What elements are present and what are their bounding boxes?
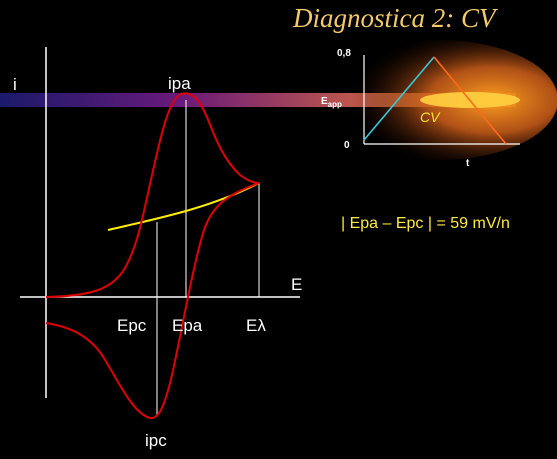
inset-plot: 0,8 0 Eapp t CV <box>321 48 520 169</box>
inset-y-label-sub: app <box>328 100 342 109</box>
anodic-curve <box>45 92 260 298</box>
inset-y-tick-top: 0,8 <box>337 48 351 59</box>
inset-ramp-line <box>363 56 435 141</box>
inset-y-label: Eapp <box>321 96 342 109</box>
inset-x-label: t <box>466 158 470 169</box>
tick-epc: Epc <box>117 316 147 335</box>
main-y-label: i <box>13 75 17 94</box>
main-x-label: E <box>291 275 302 294</box>
label-ipa: ipa <box>168 74 191 93</box>
tick-elambda: Eλ <box>246 316 266 335</box>
cathodic-curve <box>45 182 260 420</box>
inset-decay-line <box>433 56 507 145</box>
inset-cv-label: CV <box>420 109 441 125</box>
slide-title: Diagnostica 2: CV <box>292 3 499 33</box>
tick-epa: Epa <box>172 316 203 335</box>
inset-y-label-main: E <box>321 96 328 107</box>
inset-y-tick-bottom: 0 <box>344 140 350 151</box>
equation-text: | Epa – Epc | = 59 mV/n <box>341 215 510 232</box>
baseline-curve <box>107 182 260 231</box>
label-ipc: ipc <box>145 431 167 450</box>
